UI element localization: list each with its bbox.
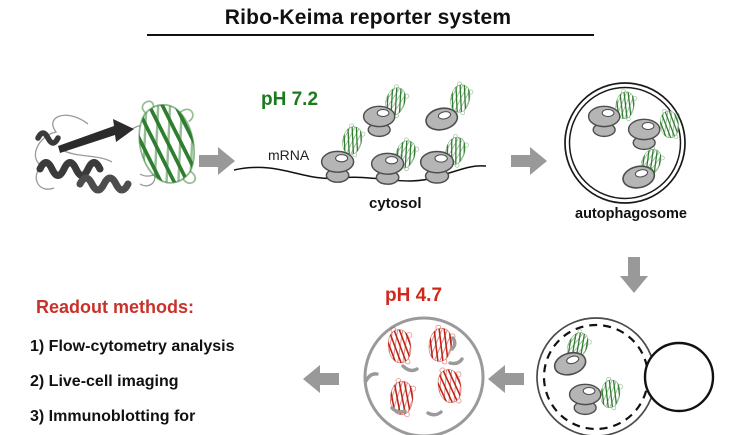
- arrow-right-icon: [199, 147, 235, 175]
- ribosome-icon: [587, 105, 621, 138]
- title-underline: [147, 34, 594, 36]
- keima-green-icon: [113, 92, 212, 196]
- arrow-left-icon: [303, 365, 339, 393]
- autophagosome-vesicle: [564, 82, 686, 204]
- arrow-left-icon: [488, 365, 524, 393]
- readout-heading: Readout methods:: [36, 297, 195, 317]
- ribosomal-protein-ribbon: [34, 114, 169, 194]
- degraded-fragment-icon: [364, 336, 464, 417]
- page-title: Ribo-Keima reporter system: [224, 6, 512, 29]
- ribosome-icon: [320, 150, 355, 183]
- autolysosome-vesicle: [363, 316, 485, 435]
- ribosome-icon: [568, 383, 602, 416]
- ph-acidic-label: pH 4.7: [385, 285, 443, 306]
- ribosome-icon: [362, 105, 396, 138]
- cytosol-label: cytosol: [369, 195, 422, 212]
- readout-item: 1) Flow-cytometry analysis: [30, 338, 235, 355]
- lysosome-vesicle: [643, 341, 715, 413]
- readout-item: 2) Live-cell imaging: [30, 373, 179, 390]
- ribosome-icon: [627, 118, 661, 151]
- ribosome-icon: [370, 152, 405, 185]
- arrow-right-icon: [511, 147, 547, 175]
- mrna-label: mRNA: [268, 147, 310, 163]
- ribosome-icon: [419, 150, 455, 184]
- ph-neutral-label: pH 7.2: [261, 89, 319, 110]
- ribokeima-fusion-protein-structure: [34, 92, 212, 196]
- fusion-vesicle: [536, 317, 715, 435]
- readout-item: 3) Immunoblotting for: [30, 408, 196, 425]
- cytosol-scene: [233, 79, 487, 185]
- arrow-down-icon: [620, 257, 648, 293]
- autophagosome-label: autophagosome: [575, 206, 687, 222]
